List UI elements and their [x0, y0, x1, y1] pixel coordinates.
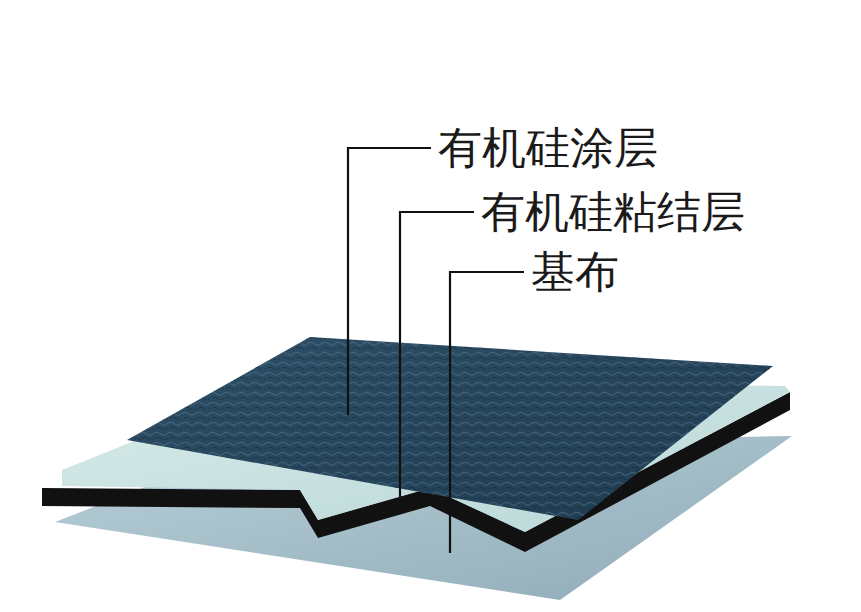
leader-line [348, 148, 431, 415]
part-label: 基布 [531, 248, 619, 296]
part-label: 有机硅粘结层 [481, 188, 745, 236]
leader-line [400, 212, 474, 497]
part-label: 有机硅涂层 [438, 124, 658, 172]
leader-line [450, 272, 524, 553]
